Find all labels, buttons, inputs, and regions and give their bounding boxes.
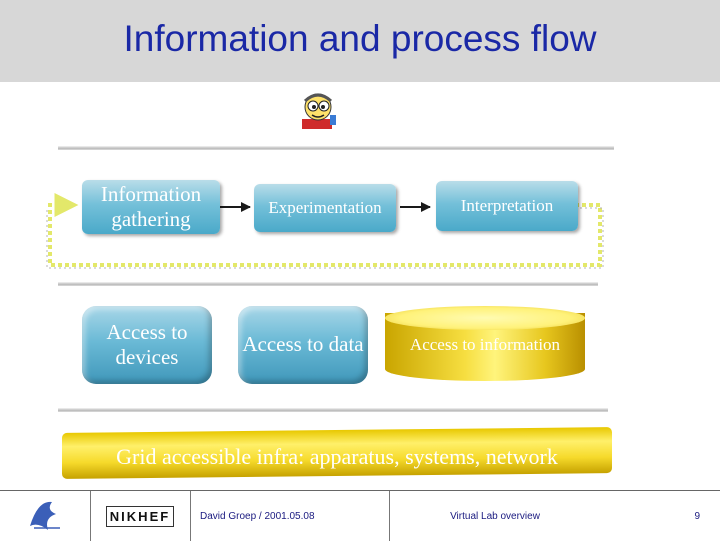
information-gathering-label: Information gathering [100, 181, 202, 231]
footer-topic-cell: Virtual Lab overview [390, 491, 600, 541]
slide-title: Information and process flow [123, 18, 597, 59]
access-to-data-label: Access to data [242, 332, 364, 357]
access-to-data-box: Access to data [238, 306, 368, 384]
access-to-devices-label: Access to devices [106, 319, 188, 369]
experimentation-box: Experimentation [254, 184, 396, 232]
experimentation-label: Experimentation [268, 197, 382, 217]
university-logo-icon [30, 501, 60, 530]
slide-footer: NIKHEF David Groep / 2001.05.08 Virtual … [0, 490, 720, 541]
footer-author-cell: David Groep / 2001.05.08 [190, 491, 390, 541]
top-divider [58, 146, 614, 150]
footer-topic: Virtual Lab overview [450, 510, 540, 522]
nikhef-logo: NIKHEF [105, 505, 175, 527]
access-to-devices-box: Access to devices [82, 306, 212, 384]
mascot-scientist-icon [302, 93, 336, 129]
page-number: 9 [694, 510, 700, 522]
footer-logo-cell [0, 491, 91, 541]
title-bar [0, 0, 720, 82]
footer-author-date: David Groep / 2001.05.08 [200, 510, 315, 522]
feedback-loop [48, 193, 602, 267]
infra-banner-label: Grid accessible infra: apparatus, system… [116, 444, 558, 469]
footer-page-cell: 9 [600, 491, 720, 541]
information-cylinder-top [385, 306, 585, 330]
information-gathering-box: Information gathering [82, 180, 220, 234]
interpretation-label: Interpretation [460, 195, 554, 215]
footer-nikhef-cell: NIKHEF [90, 491, 191, 541]
middle-divider [58, 282, 598, 286]
access-to-information-label: Access to information [409, 335, 561, 354]
lower-divider [58, 408, 608, 412]
interpretation-box: Interpretation [436, 181, 578, 231]
